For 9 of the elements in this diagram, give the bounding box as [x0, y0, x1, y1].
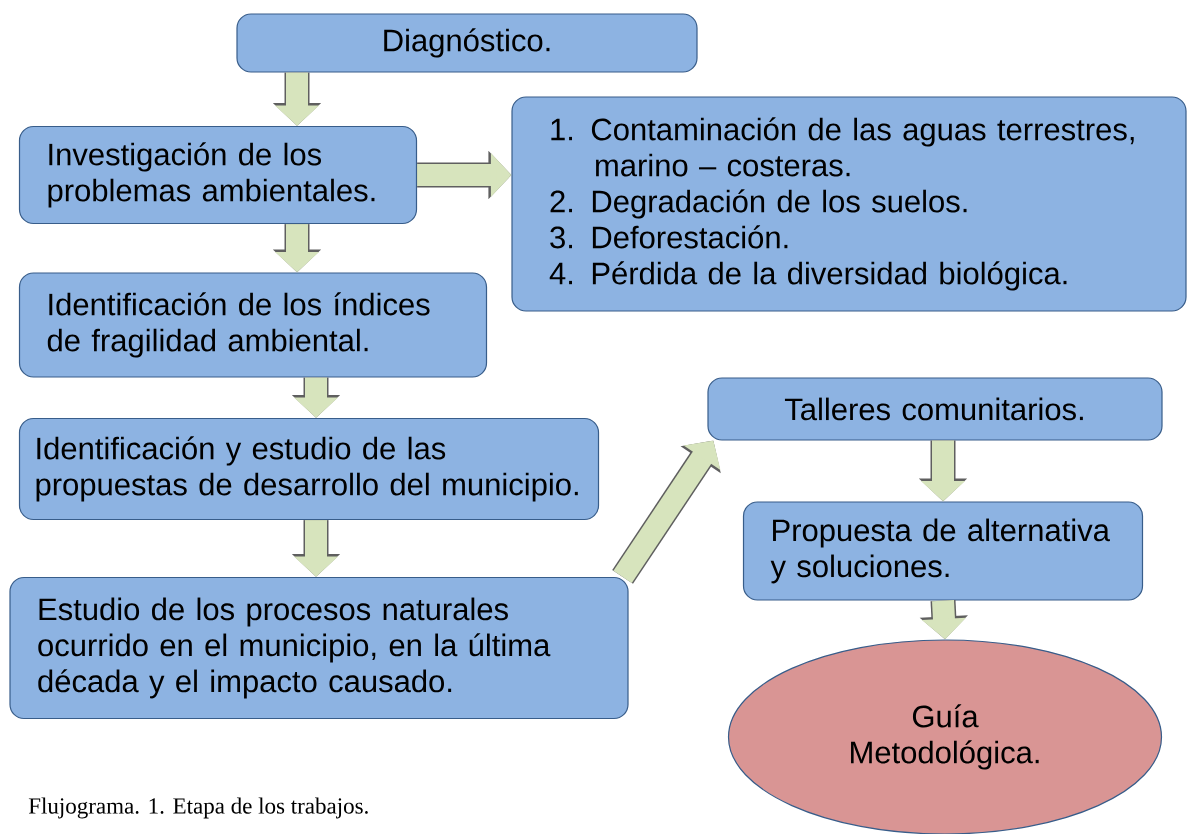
process-box: Identificación y estudio de las propuestas de desarrollo del municipio. — [18, 417, 600, 521]
caption-text: Flujograma. 1. Etapa de los trabajos. — [28, 797, 368, 819]
process-box: Identificación de los índices de fragilidad ambiental. — [18, 272, 488, 378]
process-box: Talleres comunitarios. — [707, 377, 1163, 441]
process-box: Propuesta de alternativa y soluciones. — [742, 501, 1144, 601]
process-box: Investigación de los problemas ambientales. — [18, 125, 418, 225]
process-box: Diagnóstico. — [236, 13, 698, 73]
list-box: 1. Contaminación de las aguas terrestres, marino – costeras. 2. Degradación de los suelos. 3. Deforestación. 4. Pérdida de la diversidad biológica. — [511, 96, 1187, 312]
process-box: Estudio de los procesos naturales ocurrido en el municipio, en la última década y el impacto causado. — [9, 576, 629, 720]
